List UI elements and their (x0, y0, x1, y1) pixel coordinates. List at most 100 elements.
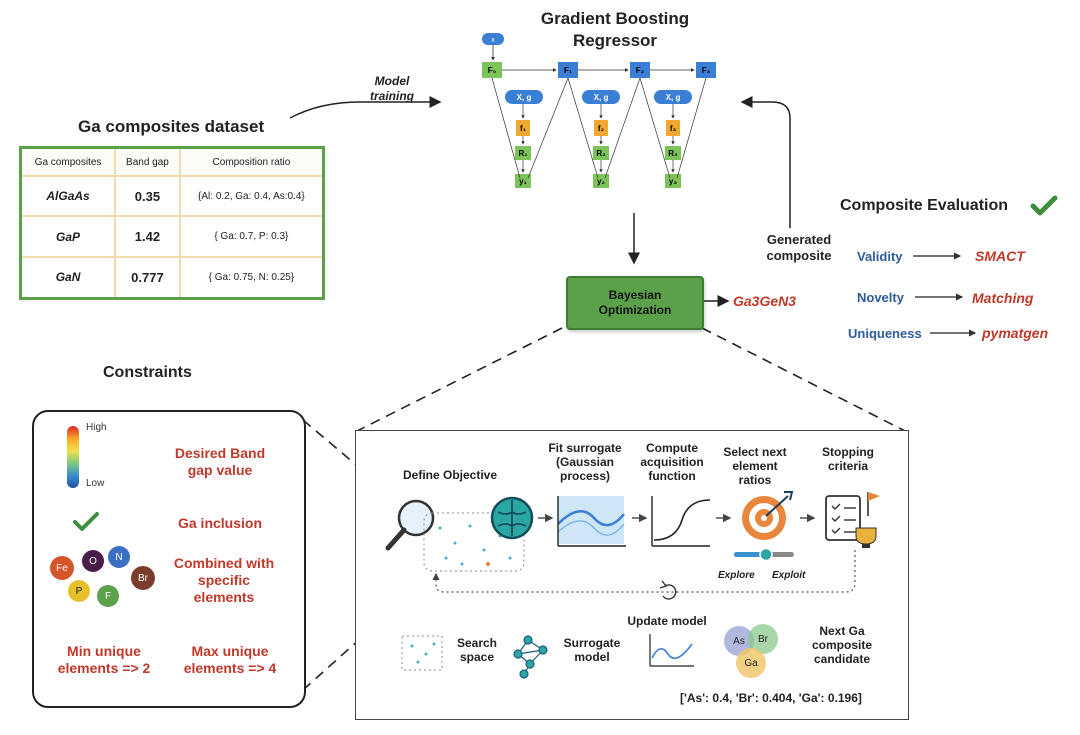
element-o: O (82, 550, 104, 572)
legend-icons (401, 634, 694, 679)
f1-node (558, 62, 578, 78)
y3-label: y₃ (669, 177, 677, 186)
stopping-criteria-icon (825, 492, 880, 548)
search-space-label: Search space (448, 636, 506, 664)
update-model-chart-icon (649, 634, 694, 667)
feedback-arrow (740, 96, 791, 228)
composition-ratio: { Ga: 0.7, P: 0.3} (178, 215, 325, 258)
bayesian-optimization-box: Bayesian Optimization (566, 276, 704, 330)
compute-line1: Compute (646, 441, 698, 455)
venn-ga: Ga (736, 648, 766, 678)
f0-node (482, 62, 502, 78)
element-br: Br (131, 566, 155, 590)
xg-node-3 (654, 90, 692, 104)
f1-tree-node (516, 120, 530, 136)
fn1-label: f₁ (520, 124, 527, 133)
surrogate-model-label: Surrogate model (556, 636, 628, 664)
stop-line2: criteria (827, 459, 869, 473)
next-line2: composite (811, 638, 872, 652)
regressor-title: Gradient Boosting Regressor (530, 8, 700, 52)
checkmark-icon (1030, 195, 1058, 216)
band-gap-value: 0.35 (114, 174, 181, 218)
novelty-label: Novelty (857, 290, 904, 305)
element-fe: Fe (50, 556, 74, 580)
search-space-icon (401, 635, 443, 671)
f1-label: F₁ (564, 66, 573, 75)
desired-band-gap-label: Desired Band gap value (160, 445, 280, 479)
constraint-line-bottom (302, 611, 391, 691)
y2-label: y₂ (597, 177, 605, 186)
f2-tree-node (594, 120, 608, 136)
combined-line2: specific (197, 572, 251, 588)
min-unique-label: Min unique elements => 2 (42, 643, 166, 677)
dataset-header-row: Ga composites Band gap Composition ratio (19, 146, 325, 177)
search-line2: space (459, 650, 495, 664)
composition-ratio: { Ga: 0.75, N: 0.25} (178, 255, 325, 300)
r3-node (665, 146, 681, 160)
f0-label: F₀ (488, 66, 497, 75)
validity-label: Validity (857, 249, 903, 264)
xg-label-1: X, g (517, 93, 532, 102)
composition-ratio: {Al: 0.2, Ga: 0.4, As:0.4} (178, 174, 325, 218)
update-loop-path (432, 550, 856, 593)
fit-line2: (Gaussian (555, 455, 615, 469)
r2-label: R₂ (596, 149, 606, 158)
fn2-label: f₂ (598, 124, 605, 133)
xg-node-1 (505, 90, 543, 104)
surrogate-line2: model (574, 650, 610, 664)
y1-node (515, 174, 531, 188)
composite-name: GaP (19, 215, 117, 258)
result-composition: ['As': 0.4, 'Br': 0.404, 'Ga': 0.196] (680, 691, 862, 705)
model-training-line2: training (370, 89, 414, 103)
next-line3: candidate (813, 652, 870, 666)
select-line1: Select next (723, 445, 787, 459)
generated-composite-label: Generated composite (758, 232, 840, 264)
compute-line2: acquisition (640, 455, 704, 469)
update-model-label: Update model (627, 614, 707, 628)
fit-line3: process) (559, 469, 611, 483)
header-composition: Composition ratio (178, 146, 325, 177)
header-ga-composites: Ga composites (19, 146, 117, 177)
min-line1: Min unique (67, 643, 141, 659)
table-row: GaN 0.777 { Ga: 0.75, N: 0.25} (19, 255, 325, 300)
max-line2: elements => 4 (183, 660, 277, 676)
exploit-label: Exploit (772, 570, 806, 581)
composite-name: GaN (19, 255, 117, 300)
ga-inclusion-check-icon (73, 512, 99, 531)
f2-label: F₂ (636, 66, 645, 75)
r1-label: R₁ (518, 149, 528, 158)
r1-node (515, 146, 531, 160)
band-gap-line2: gap value (187, 462, 253, 478)
select-line3: ratios (738, 473, 772, 487)
combined-line3: elements (193, 589, 255, 605)
y1-label: y₁ (519, 177, 527, 186)
element-f: F (97, 585, 119, 607)
table-row: AlGaAs 0.35 {Al: 0.2, Ga: 0.4, As:0.4} (19, 174, 325, 218)
model-training-arrow (289, 96, 442, 119)
element-p: P (68, 580, 90, 602)
generated-line1: Generated (766, 232, 832, 247)
next-line1: Next Ga (819, 624, 865, 638)
f3-label: F₃ (702, 66, 711, 75)
f3-node (696, 62, 716, 78)
r2-node (593, 146, 609, 160)
bo-process-icons (385, 491, 880, 600)
explore-exploit-slider (734, 547, 794, 562)
band-gap-value: 1.42 (114, 215, 181, 258)
band-gap-line1: Desired Band (174, 445, 266, 461)
min-line2: elements => 2 (57, 660, 151, 676)
fn3-label: f₃ (670, 124, 677, 133)
gradient-high-label: High (86, 422, 107, 433)
gradient-low-label: Low (86, 478, 105, 489)
generated-line2: composite (766, 248, 832, 263)
compute-line3: function (648, 469, 696, 483)
element-n: N (108, 546, 130, 568)
composite-name: AlGaAs (19, 174, 117, 218)
ga-inclusion-label: Ga inclusion (177, 515, 262, 531)
search-points (438, 524, 512, 566)
regressor-title-line2: Regressor (572, 31, 658, 50)
max-line1: Max unique (191, 643, 269, 659)
model-training-line1: Model (374, 74, 410, 88)
x-input-label: x (491, 37, 495, 44)
search-line1: Search (456, 636, 498, 650)
